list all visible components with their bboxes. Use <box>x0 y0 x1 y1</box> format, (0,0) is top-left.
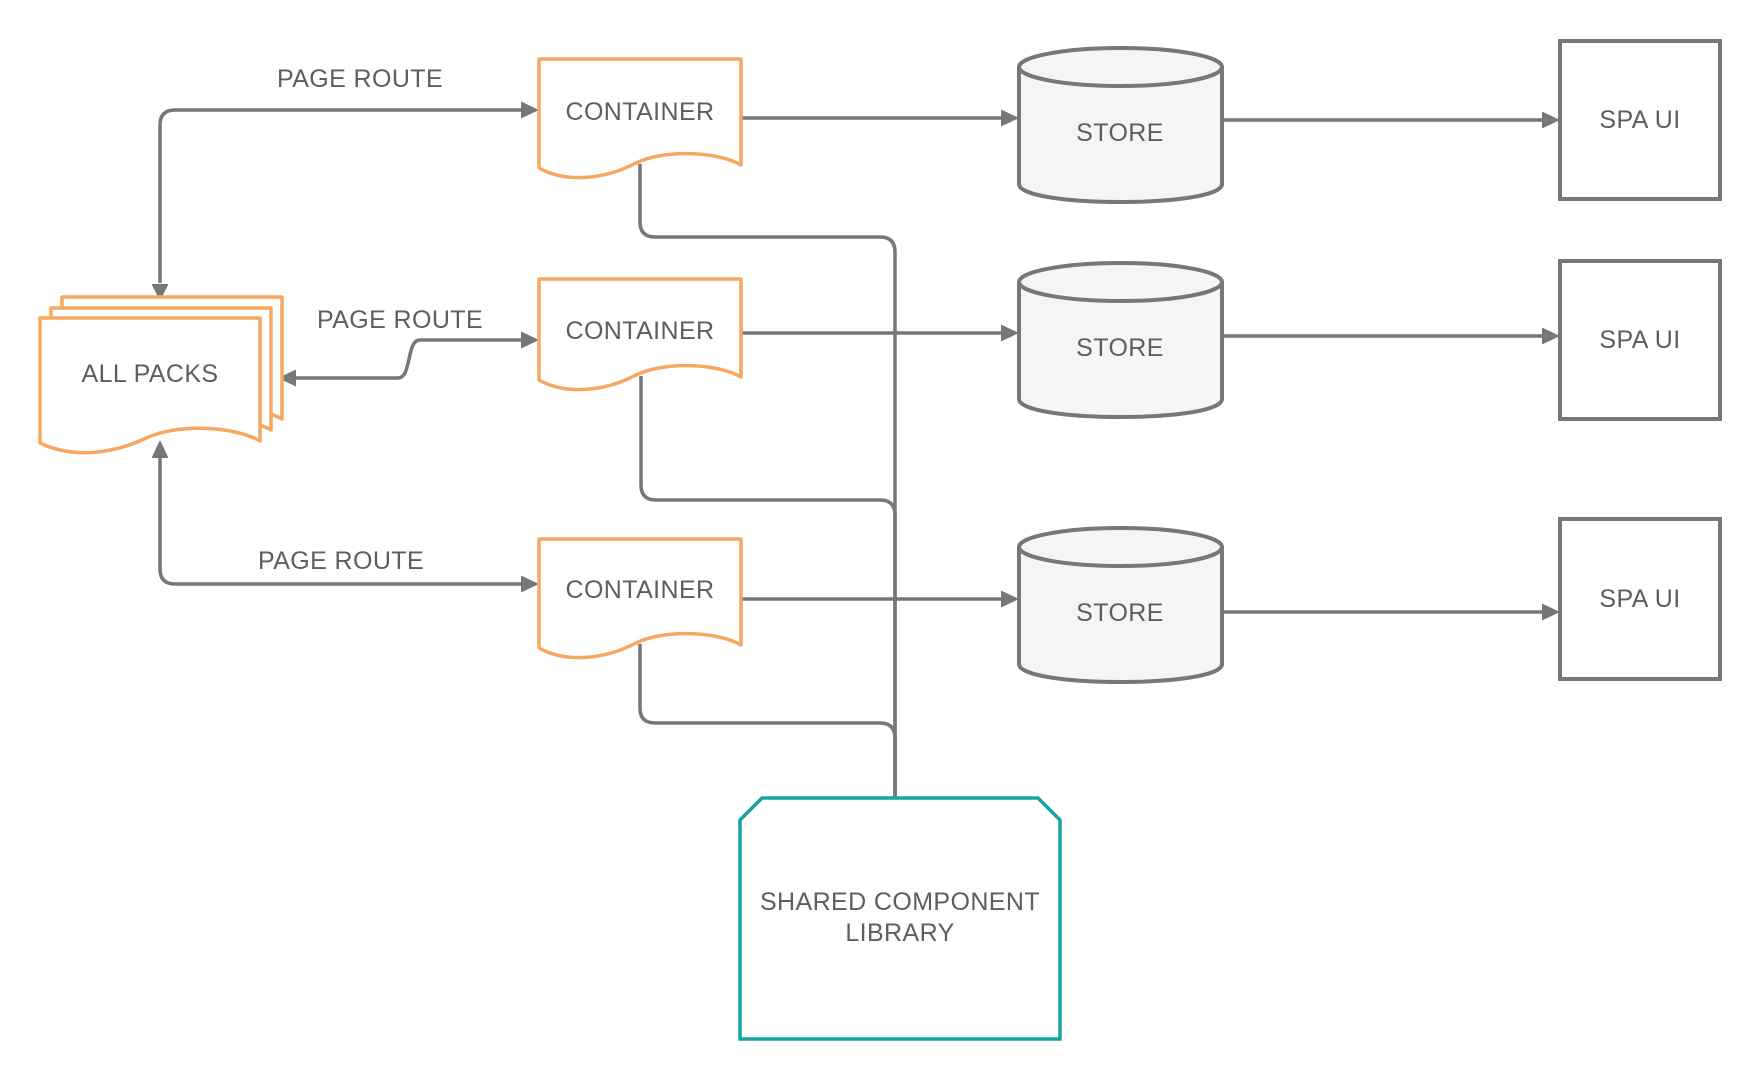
edge-container-1-to-store-1 <box>741 109 1019 127</box>
arrowhead-into-spa-ui-1 <box>1542 111 1560 129</box>
edge-container-3-to-store-3 <box>741 590 1019 608</box>
store-3-label: STORE <box>1076 599 1164 627</box>
store-2-cylinder-top <box>1017 261 1224 303</box>
container-3-shape <box>537 537 743 660</box>
edge-page-route-top <box>151 101 539 301</box>
store-2-label: STORE <box>1076 334 1164 362</box>
edge-label-page-route-3: PAGE ROUTE <box>258 547 424 575</box>
store-3-cylinder-top <box>1017 526 1224 568</box>
edge-label-page-route-1: PAGE ROUTE <box>277 65 443 93</box>
edge-container-1-to-library <box>638 164 897 798</box>
arrowhead-right-into-container-2 <box>521 331 539 349</box>
spa-ui-3-label: SPA UI <box>1599 585 1680 613</box>
arrowhead-into-spa-ui-2 <box>1542 327 1560 345</box>
container-3-label: CONTAINER <box>566 576 715 604</box>
node-all-packs: ALL PACKS <box>38 295 284 455</box>
store-2-cylinder-body <box>1017 282 1224 419</box>
edge-container-3-to-library <box>638 644 897 798</box>
edge-page-route-middle <box>278 331 539 387</box>
arrowhead-up-into-all-packs <box>151 440 169 458</box>
shared-library-label-line2: LIBRARY <box>845 919 954 947</box>
shared-library-shape <box>738 796 1062 1041</box>
all-packs-sheet-front <box>38 316 262 455</box>
arrowhead-into-spa-ui-3 <box>1542 603 1560 621</box>
shared-library-label-line1: SHARED COMPONENT <box>760 888 1040 916</box>
node-shared-component-library: SHARED COMPONENT LIBRARY <box>738 796 1062 1041</box>
edge-container-2-to-library <box>639 376 897 798</box>
store-3-cylinder-body <box>1017 547 1224 684</box>
node-store-2: STORE <box>1017 261 1224 419</box>
edge-page-route-bottom <box>151 440 539 593</box>
container-2-shape <box>537 277 743 392</box>
all-packs-label: ALL PACKS <box>82 360 219 388</box>
store-1-cylinder-body <box>1017 67 1224 204</box>
node-spa-ui-2: SPA UI <box>1558 259 1722 421</box>
spa-ui-2-label: SPA UI <box>1599 326 1680 354</box>
arrowhead-right-into-container-1 <box>521 101 539 119</box>
edge-store-1-to-spa-ui-1 <box>1222 111 1560 129</box>
container-1-shape <box>537 57 743 180</box>
node-spa-ui-1: SPA UI <box>1558 39 1722 201</box>
arrowhead-into-store-3 <box>1001 590 1019 608</box>
spa-ui-1-label: SPA UI <box>1599 106 1680 134</box>
node-container-1: CONTAINER <box>537 57 743 180</box>
arrowhead-into-store-2 <box>1001 324 1019 342</box>
node-spa-ui-3: SPA UI <box>1558 517 1722 681</box>
spa-ui-2-shape <box>1558 259 1722 421</box>
store-1-label: STORE <box>1076 119 1164 147</box>
arrowhead-down-into-all-packs <box>151 284 169 301</box>
edge-containers-to-shared-library <box>638 164 897 798</box>
arrowhead-left-into-all-packs <box>278 369 296 387</box>
edge-container-2-to-store-2 <box>741 324 1019 342</box>
spa-ui-1-shape <box>1558 39 1722 201</box>
node-store-1: STORE <box>1017 46 1224 204</box>
arrowhead-into-store-1 <box>1001 109 1019 127</box>
container-2-label: CONTAINER <box>566 317 715 345</box>
spa-ui-3-shape <box>1558 517 1722 681</box>
edge-store-3-to-spa-ui-3 <box>1222 603 1560 621</box>
node-container-2: CONTAINER <box>537 277 743 392</box>
node-store-3: STORE <box>1017 526 1224 684</box>
node-container-3: CONTAINER <box>537 537 743 660</box>
store-1-cylinder-top <box>1017 46 1224 88</box>
container-1-label: CONTAINER <box>566 98 715 126</box>
edge-store-2-to-spa-ui-2 <box>1222 327 1560 345</box>
edge-label-page-route-2: PAGE ROUTE <box>317 306 483 334</box>
arrowhead-right-into-container-3 <box>521 575 539 593</box>
